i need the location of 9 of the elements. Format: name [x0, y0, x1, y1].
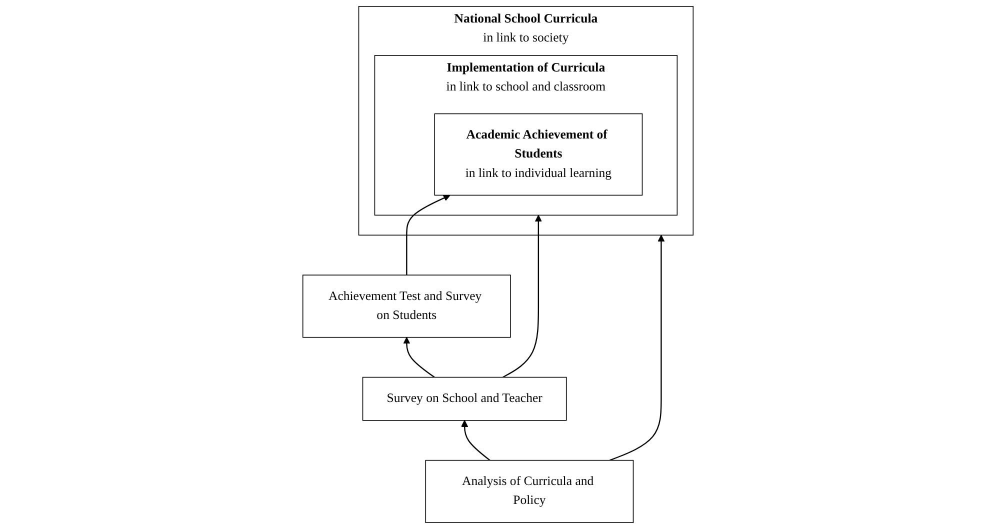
- arrow: [461, 420, 490, 461]
- arrow: [403, 337, 435, 378]
- arrow: [406, 194, 450, 276]
- node-box: Achievement Test and Survey on Students: [302, 274, 511, 338]
- node-box: Academic Achievement of Students in link to individual learning: [434, 113, 643, 196]
- node-box: Analysis of Curricula and Policy: [425, 460, 634, 523]
- node-box: Survey on School and Teacher: [362, 376, 567, 421]
- arrow: [610, 234, 665, 461]
- arrow: [502, 214, 542, 378]
